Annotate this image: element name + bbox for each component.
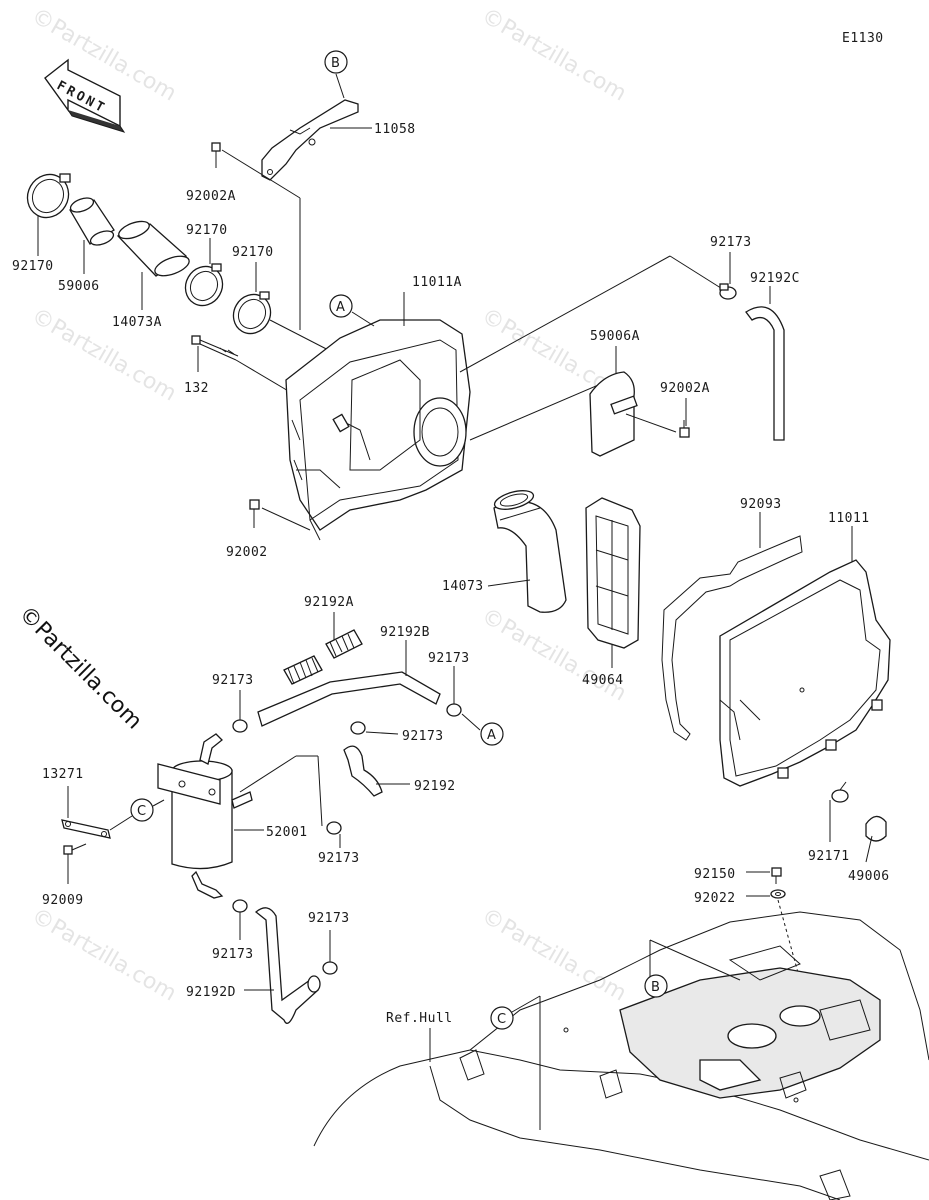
clamp-92173-e (232, 899, 248, 913)
label-92002: 92002 (226, 545, 268, 560)
label-13271: 13271 (42, 767, 84, 782)
label-92192D: 92192D (186, 985, 236, 1000)
label-14073: 14073 (442, 579, 484, 594)
cover-11011 (719, 559, 891, 787)
label-92170-mid1: 92170 (186, 223, 228, 238)
label-92022: 92022 (694, 891, 736, 906)
duct-14073 (493, 490, 567, 613)
label-92002A-top: 92002A (186, 189, 236, 204)
hose-92192C (745, 306, 785, 441)
label-49064: 49064 (582, 673, 624, 688)
clamp-92173-d (326, 821, 342, 835)
label-92173-b: 92173 (212, 673, 254, 688)
label-52001: 52001 (266, 825, 308, 840)
tube-14073A (116, 220, 190, 277)
washer-92022 (770, 889, 786, 899)
watermark: ©Partzilla.com (477, 4, 630, 107)
cover-59006A (589, 371, 638, 457)
watermark: ©Partzilla.com (477, 904, 630, 1007)
brand-mark: ©Partzilla.com (14, 602, 147, 735)
clamp-92173-b (232, 719, 248, 733)
label-92173-e: 92173 (212, 947, 254, 962)
label-11058: 11058 (374, 122, 416, 137)
label-92173-f: 92173 (308, 911, 350, 926)
bolt-92150 (771, 867, 782, 884)
gasket-92093 (661, 535, 803, 741)
label-92192B: 92192B (380, 625, 430, 640)
label-92170-left: 92170 (12, 259, 54, 274)
label-92192C: 92192C (750, 271, 800, 286)
label-92170-mid2: 92170 (232, 245, 274, 260)
clamp-92170-left (26, 173, 71, 219)
label-92173-c: 92173 (402, 729, 444, 744)
ref-a-marker-top (329, 294, 353, 318)
watermark: ©Partzilla.com (27, 904, 180, 1007)
label-132: 132 (184, 381, 209, 396)
label-11011: 11011 (828, 511, 870, 526)
label-92192A: 92192A (304, 595, 354, 610)
label-92173-a: 92173 (428, 651, 470, 666)
bolt-92002A-top (211, 142, 221, 168)
ref-c-marker-bottom (490, 1006, 514, 1030)
label-ref-hull: Ref.Hull (386, 1011, 453, 1026)
ref-a-marker-bottom (480, 722, 504, 746)
ref-b-label: B (331, 56, 340, 71)
label-49006: 49006 (848, 869, 890, 884)
airbox-11011A (285, 319, 471, 541)
label-92173-d: 92173 (318, 851, 360, 866)
sleeve-59006 (69, 197, 115, 246)
label-92150: 92150 (694, 867, 736, 882)
label-14073A: 14073A (112, 315, 162, 330)
clamp-92173-f (322, 961, 338, 975)
cap-49006 (865, 815, 887, 842)
ref-b-label-bottom: B (651, 980, 660, 995)
bracket-11058 (261, 73, 359, 181)
ref-a-label-bottom: A (487, 728, 496, 743)
spring-92192A (283, 629, 363, 685)
ref-c-marker-left (130, 798, 154, 822)
ref-c-label-left: C (137, 804, 146, 819)
hose-92192 (343, 745, 383, 797)
label-92009: 92009 (42, 893, 84, 908)
canister-52001 (157, 733, 253, 899)
hose-92192B (257, 671, 441, 727)
clamp-92171 (831, 781, 849, 803)
filter-49064 (585, 497, 641, 649)
clamp-92173-top (719, 283, 737, 300)
bolt-92002 (249, 499, 260, 528)
label-92093: 92093 (740, 497, 782, 512)
label-92002A-right: 92002A (660, 381, 710, 396)
label-59006A: 59006A (590, 329, 640, 344)
hull-ref (313, 911, 929, 1200)
label-92171: 92171 (808, 849, 850, 864)
ref-b-marker (324, 50, 348, 74)
clamp-92170-mid2 (232, 291, 272, 335)
label-92173-top: 92173 (710, 235, 752, 250)
bolt-132 (191, 335, 239, 361)
bolt-92002A-right (679, 420, 690, 438)
bracket-13271 (61, 819, 111, 839)
ref-b-marker-bottom (644, 974, 668, 998)
clamp-92170-mid1 (184, 263, 224, 307)
label-92192: 92192 (414, 779, 456, 794)
label-59006: 59006 (58, 279, 100, 294)
diagram-code: E1130 (842, 31, 884, 46)
hose-92192D (254, 907, 321, 1024)
ref-a-label-top: A (336, 300, 345, 315)
label-11011A: 11011A (412, 275, 462, 290)
clamp-92173-a (446, 703, 462, 717)
screw-92009 (63, 843, 87, 855)
clamp-92173-c (350, 721, 366, 735)
ref-c-label-bottom: C (497, 1012, 506, 1027)
